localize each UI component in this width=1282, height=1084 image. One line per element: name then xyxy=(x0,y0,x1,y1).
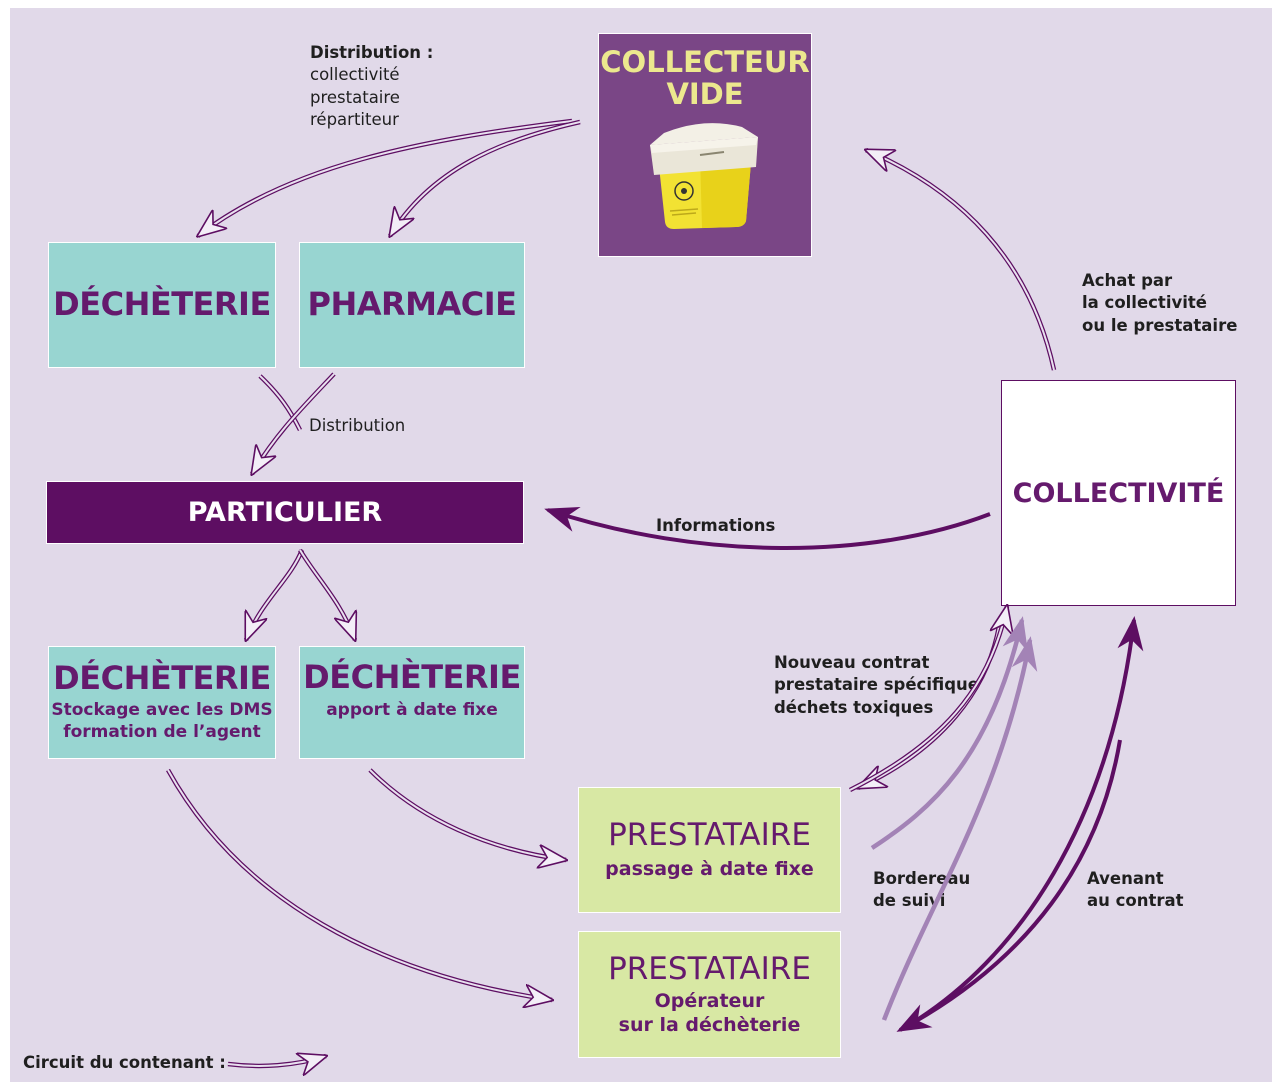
arrow-passage-to-collectivite xyxy=(848,605,1010,793)
prestataire-operateur-sub2: sur la déchèterie xyxy=(618,1013,801,1036)
container-flow-arrows xyxy=(166,118,1057,1066)
pharmacie-title: PHARMACIE xyxy=(307,285,518,324)
informations-text: Informations xyxy=(656,516,776,535)
nouveau-contrat-line: déchets toxiques xyxy=(774,697,934,717)
distribution-top-label: Distribution : collectivité prestataire … xyxy=(310,42,433,131)
decheterie-stockage-sub1: Stockage avec les DMS xyxy=(51,700,273,721)
prestataire-operateur-sub1: Opérateur xyxy=(654,989,765,1012)
particulier-title: PARTICULIER xyxy=(187,497,383,528)
prestataire-passage-title: PRESTATAIRE xyxy=(608,817,811,854)
nouveau-contrat-label: Nouveau contrat prestataire spécifique d… xyxy=(774,652,979,719)
sharps-container-icon xyxy=(650,123,758,229)
arrow-collectivite-to-collecteur xyxy=(865,147,1057,371)
nouveau-contrat-line: Nouveau contrat xyxy=(774,653,930,672)
arrow-pharmacie-to-particulier xyxy=(250,372,336,476)
collectivite-box: COLLECTIVITÉ xyxy=(1001,380,1236,606)
arrow-decheterie-to-particulier xyxy=(258,374,303,432)
decheterie-apport-box: DÉCHÈTERIE apport à date fixe xyxy=(299,646,525,759)
decheterie-top-title: DÉCHÈTERIE xyxy=(53,285,271,324)
decheterie-top-box: DÉCHÈTERIE xyxy=(48,242,276,368)
particulier-box: PARTICULIER xyxy=(46,481,524,544)
distribution-top-title: Distribution : xyxy=(310,43,434,62)
achat-line: la collectivité xyxy=(1082,293,1207,313)
informations-label: Informations xyxy=(656,515,775,537)
arrow-informations xyxy=(544,507,991,550)
collecteur-vide-box: COLLECTEUR VIDE xyxy=(598,33,812,257)
distribution-top-item: collectivité xyxy=(310,65,400,85)
avenant-line: au contrat xyxy=(1087,891,1184,911)
arrow-collectivite-to-passage xyxy=(857,619,1003,791)
distribution-top-item: répartiteur xyxy=(310,109,399,129)
collectivite-title: COLLECTIVITÉ xyxy=(1012,477,1225,509)
arrow-stockage-to-operateur xyxy=(166,768,553,1003)
prestataire-operateur-title: PRESTATAIRE xyxy=(608,950,811,987)
avenant-line: Avenant xyxy=(1087,869,1164,888)
legend-label: Circuit du contenant : xyxy=(23,1052,226,1074)
arrow-bordereau-1 xyxy=(870,616,1028,850)
decheterie-apport-sub1: apport à date fixe xyxy=(326,699,498,720)
achat-label: Achat par la collectivité ou le prestata… xyxy=(1082,270,1237,337)
arrow-avenant xyxy=(902,616,1144,1030)
arrow-collecteur-to-pharmacie xyxy=(388,119,581,238)
collecteur-title-line1: COLLECTEUR xyxy=(600,45,810,79)
arrow-bordereau-2 xyxy=(881,636,1038,1021)
prestataire-operateur-box: PRESTATAIRE Opérateur sur la déchèterie xyxy=(578,931,841,1058)
achat-line: Achat par xyxy=(1082,271,1173,290)
legend-text: Circuit du contenant : xyxy=(23,1053,226,1072)
distribution-mid-text: Distribution xyxy=(309,416,406,435)
prestataire-passage-sub1: passage à date fixe xyxy=(605,858,814,881)
pharmacie-box: PHARMACIE xyxy=(299,242,525,368)
decheterie-stockage-box: DÉCHÈTERIE Stockage avec les DMS formati… xyxy=(48,646,276,759)
arrow-particulier-to-stockage xyxy=(243,549,305,641)
collecteur-title-line2: VIDE xyxy=(666,77,744,112)
prestataire-passage-box: PRESTATAIRE passage à date fixe xyxy=(578,787,841,913)
distribution-mid-label: Distribution xyxy=(309,415,405,437)
distribution-top-item: prestataire xyxy=(310,87,400,107)
decheterie-apport-title: DÉCHÈTERIE xyxy=(303,658,521,696)
avenant-label: Avenant au contrat xyxy=(1087,868,1184,913)
bordereau-line: de suivi xyxy=(873,891,946,911)
decheterie-stockage-sub2: formation de l’agent xyxy=(63,722,261,743)
nouveau-contrat-line: prestataire spécifique xyxy=(774,675,979,695)
achat-line: ou le prestataire xyxy=(1082,315,1238,335)
decheterie-stockage-title: DÉCHÈTERIE xyxy=(53,658,271,697)
arrow-apport-to-passage xyxy=(368,768,567,863)
